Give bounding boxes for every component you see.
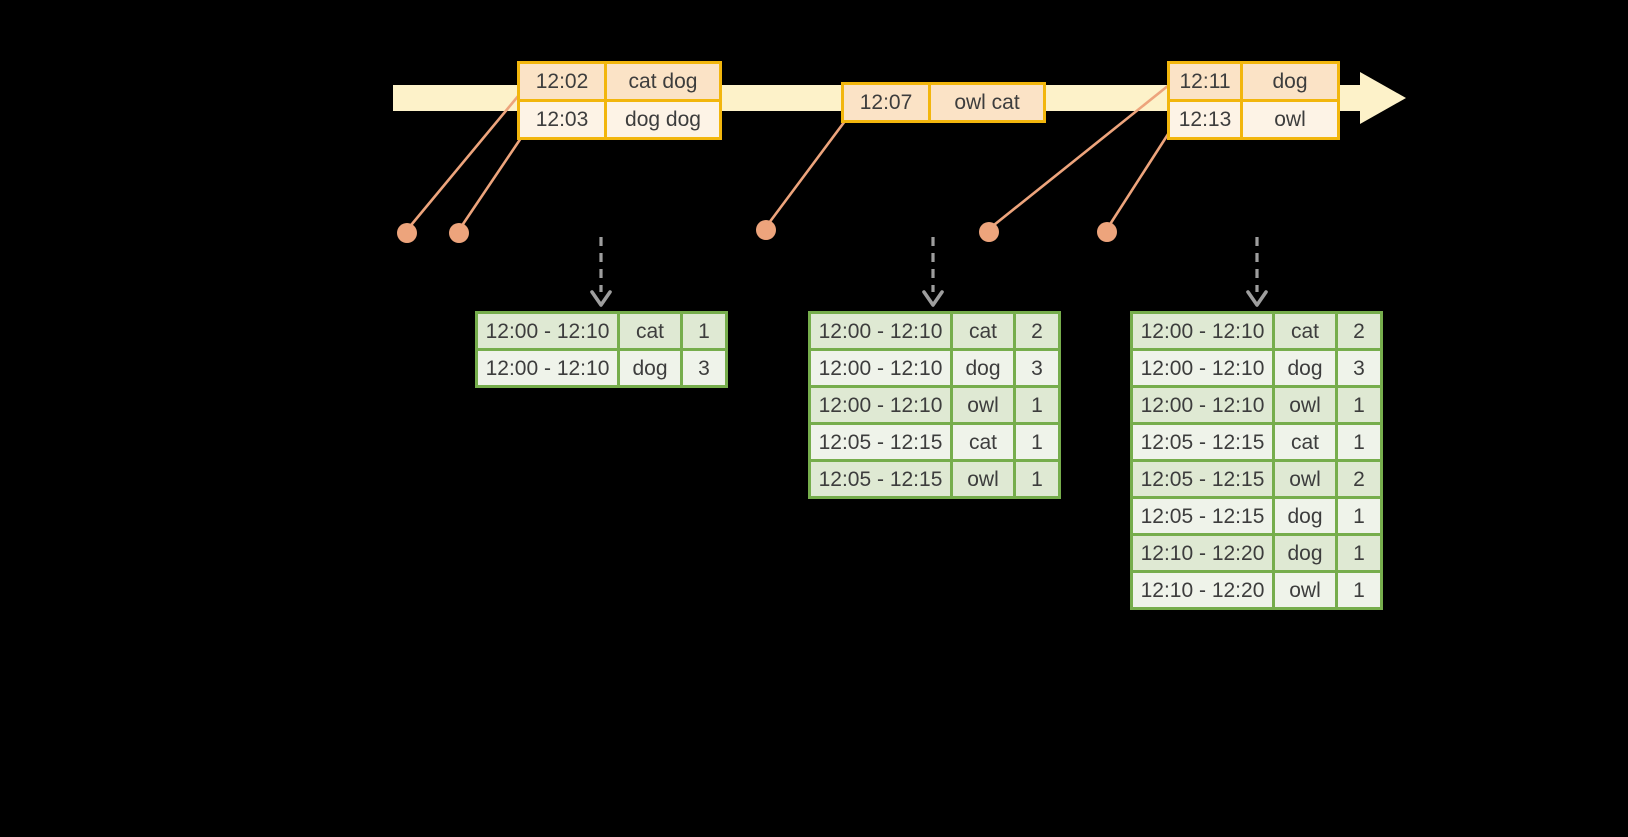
result-count-cell: 1 — [1013, 385, 1061, 425]
event-time-cell: 12:13 — [1167, 99, 1243, 140]
result-row: 12:05 - 12:15 owl 2 — [1130, 459, 1383, 499]
result-window-cell: 12:05 - 12:15 — [1130, 422, 1275, 462]
result-window-cell: 12:05 - 12:15 — [808, 459, 953, 499]
event-table-3: 12:11 dog 12:13 owl — [1167, 61, 1340, 140]
result-window-cell: 12:00 - 12:10 — [475, 311, 620, 351]
result-window-cell: 12:00 - 12:10 — [808, 311, 953, 351]
result-word-cell: dog — [1272, 533, 1338, 573]
result-word-cell: dog — [617, 348, 683, 388]
result-row: 12:00 - 12:10 dog 3 — [475, 348, 728, 388]
result-window-cell: 12:05 - 12:15 — [808, 422, 953, 462]
event-row: 12:13 owl — [1167, 99, 1340, 140]
result-word-cell: cat — [950, 311, 1016, 351]
result-table-3: 12:00 - 12:10 cat 2 12:00 - 12:10 dog 3 … — [1130, 311, 1383, 610]
result-count-cell: 1 — [1013, 459, 1061, 499]
connector-line — [988, 83, 1170, 231]
result-word-cell: owl — [950, 459, 1016, 499]
result-count-cell: 1 — [1013, 422, 1061, 462]
result-row: 12:00 - 12:10 cat 2 — [1130, 311, 1383, 351]
event-dot-icon — [756, 220, 776, 240]
result-count-cell: 1 — [1335, 496, 1383, 536]
result-row: 12:05 - 12:15 cat 1 — [1130, 422, 1383, 462]
event-dot-icon — [1097, 222, 1117, 242]
event-words-cell: cat dog — [604, 61, 722, 102]
result-word-cell: cat — [1272, 311, 1338, 351]
result-window-cell: 12:00 - 12:10 — [808, 385, 953, 425]
event-dot-icon — [397, 223, 417, 243]
event-row: 12:03 dog dog — [517, 99, 722, 140]
result-window-cell: 12:00 - 12:10 — [1130, 348, 1275, 388]
event-table-2: 12:07 owl cat — [841, 82, 1046, 123]
result-count-cell: 2 — [1335, 311, 1383, 351]
result-row: 12:00 - 12:10 cat 2 — [808, 311, 1061, 351]
connector-line — [405, 94, 521, 231]
event-table-1: 12:02 cat dog 12:03 dog dog — [517, 61, 722, 140]
result-count-cell: 1 — [1335, 533, 1383, 573]
result-word-cell: owl — [1272, 385, 1338, 425]
result-table-1: 12:00 - 12:10 cat 1 12:00 - 12:10 dog 3 — [475, 311, 728, 388]
result-row: 12:05 - 12:15 owl 1 — [808, 459, 1061, 499]
result-count-cell: 2 — [1335, 459, 1383, 499]
result-word-cell: cat — [1272, 422, 1338, 462]
result-row: 12:00 - 12:10 owl 1 — [1130, 385, 1383, 425]
result-count-cell: 3 — [680, 348, 728, 388]
trigger-arrow-icon — [1246, 237, 1268, 307]
event-words-cell: dog dog — [604, 99, 722, 140]
result-word-cell: cat — [617, 311, 683, 351]
result-row: 12:10 - 12:20 dog 1 — [1130, 533, 1383, 573]
result-count-cell: 1 — [1335, 422, 1383, 462]
result-row: 12:00 - 12:10 dog 3 — [808, 348, 1061, 388]
event-time-cell: 12:02 — [517, 61, 607, 102]
result-count-cell: 3 — [1013, 348, 1061, 388]
event-words-cell: owl — [1240, 99, 1340, 140]
result-window-cell: 12:05 - 12:15 — [1130, 496, 1275, 536]
event-words-cell: dog — [1240, 61, 1340, 102]
connector-line — [764, 120, 847, 228]
result-count-cell: 1 — [680, 311, 728, 351]
result-window-cell: 12:10 - 12:20 — [1130, 570, 1275, 610]
result-word-cell: cat — [950, 422, 1016, 462]
result-window-cell: 12:05 - 12:15 — [1130, 459, 1275, 499]
result-window-cell: 12:10 - 12:20 — [1130, 533, 1275, 573]
event-row: 12:11 dog — [1167, 61, 1340, 102]
event-time-cell: 12:03 — [517, 99, 607, 140]
event-time-cell: 12:11 — [1167, 61, 1243, 102]
result-row: 12:05 - 12:15 cat 1 — [808, 422, 1061, 462]
event-dot-icon — [979, 222, 999, 242]
result-row: 12:05 - 12:15 dog 1 — [1130, 496, 1383, 536]
result-word-cell: dog — [1272, 348, 1338, 388]
result-row: 12:00 - 12:10 owl 1 — [808, 385, 1061, 425]
result-word-cell: owl — [1272, 570, 1338, 610]
event-time-cell: 12:07 — [841, 82, 931, 123]
result-count-cell: 3 — [1335, 348, 1383, 388]
result-count-cell: 1 — [1335, 570, 1383, 610]
result-window-cell: 12:00 - 12:10 — [475, 348, 620, 388]
trigger-arrow-icon — [590, 237, 612, 307]
connector-line — [1105, 127, 1174, 230]
result-word-cell: dog — [1272, 496, 1338, 536]
result-row: 12:00 - 12:10 cat 1 — [475, 311, 728, 351]
event-dot-icon — [449, 223, 469, 243]
result-table-2: 12:00 - 12:10 cat 2 12:00 - 12:10 dog 3 … — [808, 311, 1061, 499]
timeline-arrowhead-icon — [1360, 72, 1406, 124]
result-window-cell: 12:00 - 12:10 — [808, 348, 953, 388]
result-window-cell: 12:00 - 12:10 — [1130, 385, 1275, 425]
result-row: 12:10 - 12:20 owl 1 — [1130, 570, 1383, 610]
event-row: 12:07 owl cat — [841, 82, 1046, 123]
result-word-cell: dog — [950, 348, 1016, 388]
connector-line — [457, 137, 523, 231]
trigger-arrow-icon — [922, 237, 944, 307]
result-window-cell: 12:00 - 12:10 — [1130, 311, 1275, 351]
result-count-cell: 2 — [1013, 311, 1061, 351]
result-word-cell: owl — [950, 385, 1016, 425]
result-row: 12:00 - 12:10 dog 3 — [1130, 348, 1383, 388]
result-word-cell: owl — [1272, 459, 1338, 499]
event-row: 12:02 cat dog — [517, 61, 722, 102]
result-count-cell: 1 — [1335, 385, 1383, 425]
event-words-cell: owl cat — [928, 82, 1046, 123]
